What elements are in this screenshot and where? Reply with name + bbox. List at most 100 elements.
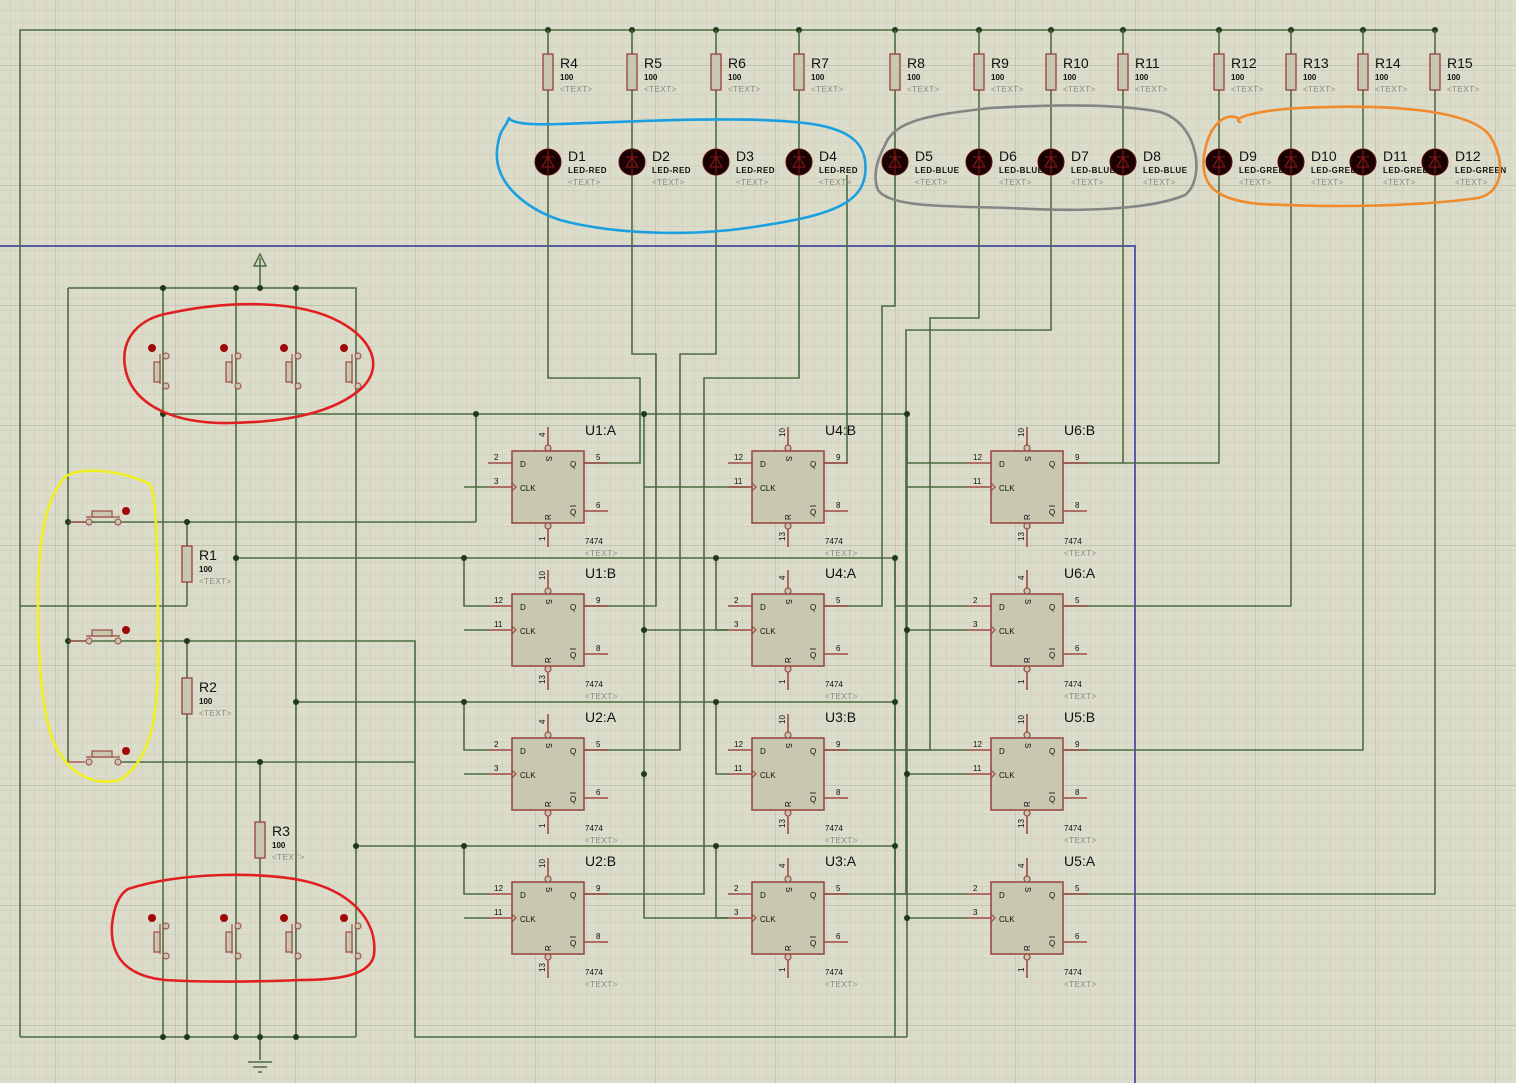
clock-edge-icon [990,625,996,635]
pin-label-clk: CLK [999,627,1015,636]
led-text: <TEXT> [915,178,948,187]
button-contact [162,382,170,390]
pushbutton-top-4[interactable] [340,344,362,390]
resistor-ref: R12 [1231,55,1257,71]
pin-label-clk: CLK [520,627,536,636]
led-type: LED-BLUE [915,166,960,175]
pushbutton-top-3[interactable] [280,344,302,390]
pushbutton-bottom-3[interactable] [280,914,302,960]
pushbutton-bottom-4[interactable] [340,914,362,960]
led-ref: D8 [1143,148,1161,164]
flipflop-text: <TEXT> [825,692,858,701]
pushbutton-left-2[interactable] [68,626,130,645]
pin-number-qbar: 8 [596,644,601,653]
pin-label-qbar: Q [1049,508,1055,517]
pushbutton-bottom-1[interactable] [148,914,170,960]
pushbutton-top-2[interactable] [220,344,242,390]
pushbutton-left-1[interactable] [68,507,130,526]
junction-dot [461,555,467,561]
led-diode-icon [1356,150,1370,174]
button-contact [234,352,242,360]
pin-number-r: 13 [538,675,547,684]
annotations [36,104,1502,983]
pin-number-q: 9 [596,596,601,605]
wire [894,846,967,895]
flipflop-body [511,737,585,811]
wire [584,175,800,895]
resistor-ref: R15 [1447,55,1473,71]
pin-number-r: 1 [778,967,787,972]
pin-number-clk: 3 [734,908,739,917]
flipflop-text: <TEXT> [825,549,858,558]
button-indicator-icon [122,747,130,755]
led-ref: D4 [819,148,837,164]
pin-label-clk: CLK [760,771,776,780]
pushbutton-bottom-2[interactable] [220,914,242,960]
led-diode-icon [888,150,902,174]
led-text: <TEXT> [1455,178,1488,187]
button-body [225,931,233,953]
pushbutton-top-1[interactable] [148,344,170,390]
resistor-value: 100 [1375,73,1389,82]
sheet-border [0,245,1136,1083]
pushbutton-left-3[interactable] [68,747,130,766]
resistor-body [542,53,554,91]
pin-label-r: R [784,945,793,951]
pin-label-d: D [999,747,1005,756]
pin-number-r: 1 [1017,967,1026,972]
pin-label-q: Q [570,460,576,469]
pin-r-bubble [1023,522,1031,530]
pin-number-qbar: 6 [596,501,601,510]
pin-number-s: 4 [1017,575,1026,580]
clock-edge-icon [751,625,757,635]
pin-number-d: 12 [734,453,743,462]
ground-icon [248,1061,272,1073]
pin-label-s: S [544,456,553,461]
pin-label-qbar: Q [810,508,816,517]
pin-number-clk: 3 [734,620,739,629]
resistor-value: 100 [644,73,658,82]
clock-edge-icon [751,769,757,779]
button-contact [234,952,242,960]
led-ref: D6 [999,148,1017,164]
